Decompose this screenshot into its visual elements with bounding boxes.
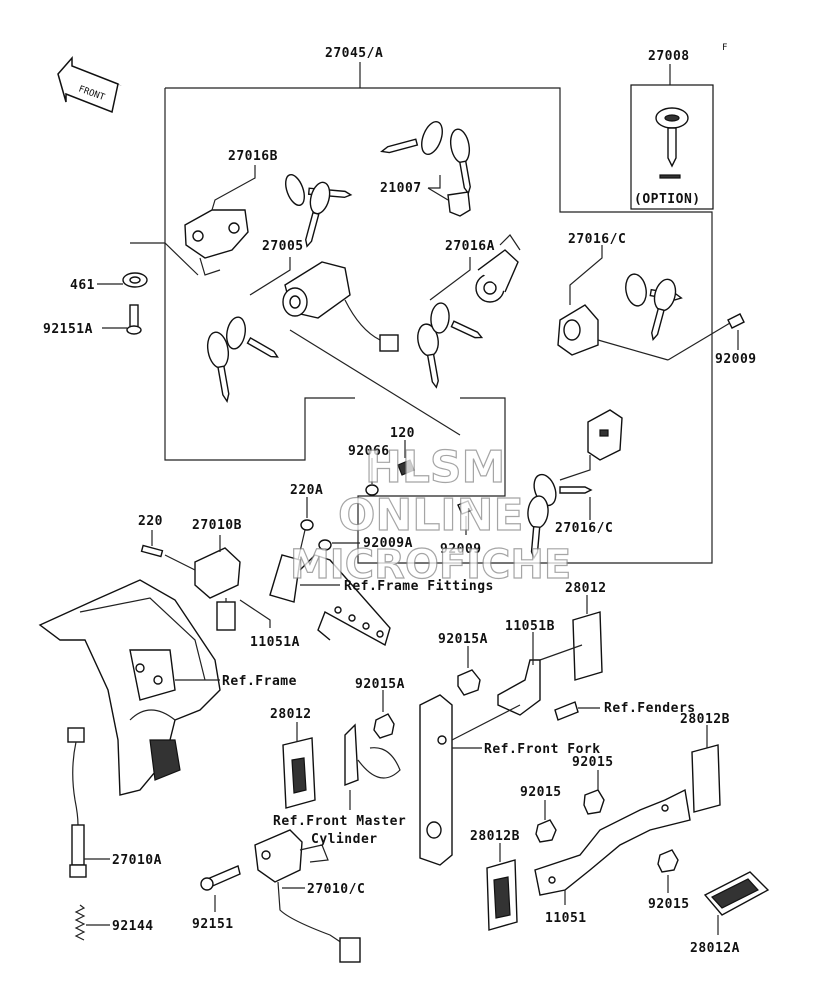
watermark-line-3: MICROFICHE (290, 542, 571, 588)
label-461: 461 (70, 278, 95, 293)
watermark-line-2: ONLINE (338, 490, 524, 541)
switch-27010a (67, 727, 87, 878)
label-27010b: 27010B (192, 518, 242, 533)
label-11051b: 11051B (505, 619, 555, 634)
key-pair-27016c-top-icon (625, 273, 683, 341)
nut-92015-2 (535, 819, 557, 843)
reflector-28012b-right (691, 744, 721, 813)
label-92015-1: 92015 (572, 755, 614, 770)
label-27016a: 27016A (445, 239, 495, 254)
label-27008: 27008 (648, 49, 690, 64)
option-key-icon (655, 107, 689, 168)
label-ref-frame-fittings: Ref.Frame Fittings (344, 579, 494, 594)
label-ref-front-master-1: Ref.Front Master (273, 814, 406, 829)
nut-92015a-1 (457, 669, 481, 696)
bracket-11051 (534, 788, 691, 896)
label-92015a-1: 92015A (438, 632, 488, 647)
switch-27010c (254, 829, 361, 963)
corner-mark: F (722, 43, 727, 53)
label-92151a: 92151A (43, 322, 93, 337)
master-cylinder-bracket (344, 723, 401, 787)
key-pair-27016b-icon (285, 174, 353, 248)
bolt-92151a (126, 304, 142, 335)
label-27005: 27005 (262, 239, 304, 254)
seat-lock-27016b (184, 209, 249, 276)
reflector-28012a (703, 871, 770, 916)
watermark-line-1: HLSM (365, 442, 505, 493)
label-28012a: 28012A (690, 941, 740, 956)
front-arrow-icon: FRONT (57, 56, 122, 114)
lock-27016c-bottom (587, 409, 623, 461)
label-11051: 11051 (545, 911, 587, 926)
key-pair-27016a-icon (417, 302, 484, 389)
ignition-switch-27005 (282, 261, 399, 352)
key-pair-27016c-bottom-icon (527, 473, 593, 560)
option-label: (OPTION) (634, 192, 701, 207)
nut-92015-3 (657, 849, 679, 873)
reflector-28012-mid (282, 737, 316, 809)
bolt-fenders (554, 701, 579, 721)
label-92009a: 92009A (363, 536, 413, 551)
label-92066: 92066 (348, 444, 390, 459)
cap-lock-27016a (475, 234, 521, 303)
nut-92015a-2 (373, 713, 395, 739)
bolt-92151 (200, 865, 241, 891)
key-pair-27005-icon (206, 316, 279, 403)
assembly-outline-27045a (164, 62, 713, 564)
label-27016c-bottom: 27016/C (555, 521, 613, 536)
label-220: 220 (138, 514, 163, 529)
label-92151: 92151 (192, 917, 234, 932)
label-92009-right: 92009 (715, 352, 757, 367)
screw-92009a (318, 539, 332, 551)
label-ref-front-master-2: Cylinder (311, 832, 378, 847)
label-92015a-2: 92015A (355, 677, 405, 692)
label-120: 120 (390, 426, 415, 441)
label-27016b: 27016B (228, 149, 278, 164)
label-92144: 92144 (112, 919, 154, 934)
label-92015-3: 92015 (648, 897, 690, 912)
label-28012-top: 28012 (565, 581, 607, 596)
lock-27016c-top (557, 304, 599, 356)
label-ref-frame: Ref.Frame (222, 674, 297, 689)
label-28012b-bottom: 28012B (470, 829, 520, 844)
label-220a: 220A (290, 483, 323, 498)
label-27010c: 27010/C (307, 882, 365, 897)
nut-461 (122, 272, 148, 288)
bracket-11051b (497, 644, 583, 716)
screw-120 (397, 459, 415, 476)
frame-outline (38, 579, 221, 796)
screw-220a (300, 519, 314, 531)
label-11051a: 11051A (250, 635, 300, 650)
label-ref-front-fork: Ref.Front Fork (484, 742, 601, 757)
label-27045a: 27045/A (325, 46, 383, 61)
label-27016c-top: 27016/C (568, 232, 626, 247)
reflector-28012-top (572, 611, 603, 681)
switch-27010b (194, 547, 241, 631)
front-fork-tube (419, 694, 521, 866)
bolt-220 (140, 544, 164, 558)
nut-92015-1 (583, 789, 605, 815)
key-pair-21007-icon (380, 121, 471, 217)
label-28012b-right: 28012B (680, 712, 730, 727)
bolt-92009-center (457, 500, 473, 515)
label-92015-2: 92015 (520, 785, 562, 800)
label-21007: 21007 (380, 181, 422, 196)
option-box (630, 64, 714, 210)
label-92009-center: 92009 (440, 542, 482, 557)
spring-92144 (74, 904, 86, 941)
label-ref-fenders: Ref.Fenders (604, 701, 696, 716)
bolt-92009-right (727, 313, 745, 329)
label-28012-mid: 28012 (270, 707, 312, 722)
washer-92066 (365, 484, 379, 496)
label-27010a: 27010A (112, 853, 162, 868)
reflector-28012b-bottom (486, 859, 518, 931)
